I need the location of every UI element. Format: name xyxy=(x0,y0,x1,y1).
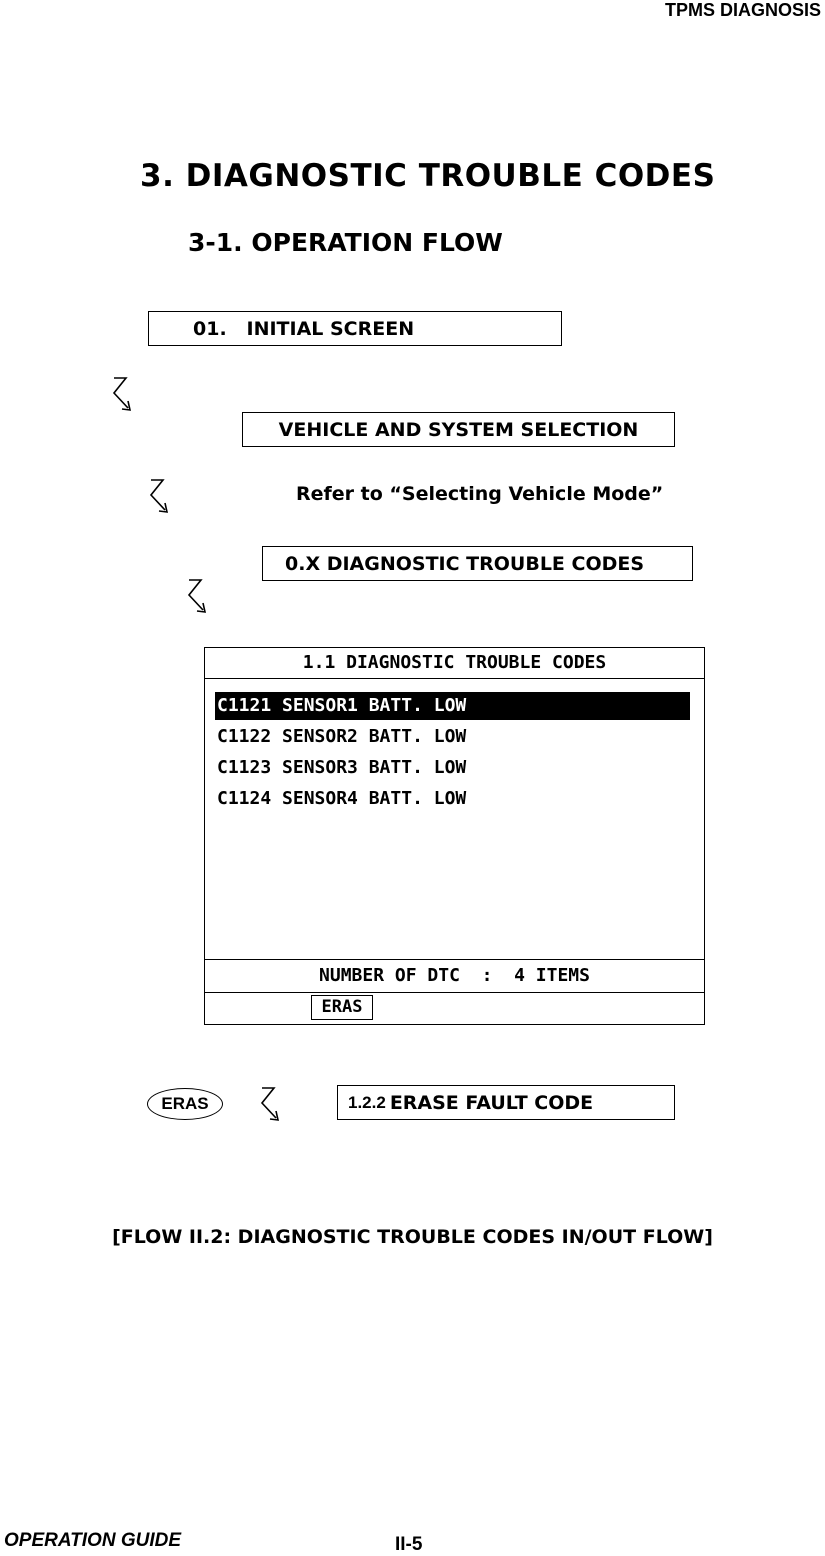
vehicle-system-selection-box: VEHICLE AND SYSTEM SELECTION xyxy=(242,412,675,447)
erase-softkey-button[interactable]: ERAS xyxy=(311,995,373,1020)
dtc-list-item[interactable]: C1124 SENSOR4 BATT. LOW xyxy=(217,788,467,809)
dtc-list-item[interactable]: C1123 SENSOR3 BATT. LOW xyxy=(217,757,467,778)
flow-arrow-icon xyxy=(187,579,207,613)
dtc-list-item[interactable]: C1122 SENSOR2 BATT. LOW xyxy=(217,726,467,747)
dtc-list-item[interactable]: C1121 SENSOR1 BATT. LOW xyxy=(215,692,690,720)
reference-note: Refer to “Selecting Vehicle Mode” xyxy=(296,483,664,505)
flow-arrow-icon xyxy=(149,479,169,513)
vehicle-system-selection-label: VEHICLE AND SYSTEM SELECTION xyxy=(278,418,639,441)
figure-caption: [FLOW II.2: DIAGNOSTIC TROUBLE CODES IN/… xyxy=(112,1226,713,1248)
flow-arrow-icon xyxy=(260,1087,280,1121)
dtc-count: NUMBER OF DTC : 4 ITEMS xyxy=(205,959,704,993)
running-header: TPMS DIAGNOSIS xyxy=(664,0,821,20)
initial-screen-label: 01. INITIAL SCREEN xyxy=(193,317,415,340)
subsection-heading: 3-1. OPERATION FLOW xyxy=(188,228,503,257)
erase-key-label: ERAS xyxy=(161,1094,209,1113)
dtc-menu-label: 0.X DIAGNOSTIC TROUBLE CODES xyxy=(285,552,645,575)
section-heading: 3. DIAGNOSTIC TROUBLE CODES xyxy=(140,158,716,194)
footer-guide-title: OPERATION GUIDE xyxy=(4,1530,181,1551)
flow-arrow-icon xyxy=(112,377,132,411)
erase-fault-code-number: 1.2.2 xyxy=(348,1092,386,1112)
dtc-menu-box: 0.X DIAGNOSTIC TROUBLE CODES xyxy=(262,546,693,581)
erase-fault-code-box: 1.2.2 ERASE FAULT CODE xyxy=(337,1085,675,1120)
dtc-list: C1121 SENSOR1 BATT. LOW C1122 SENSOR2 BA… xyxy=(215,692,690,816)
initial-screen-box: 01. INITIAL SCREEN xyxy=(148,311,562,346)
page-number: II-5 xyxy=(395,1534,423,1555)
erase-fault-code-label: ERASE FAULT CODE xyxy=(389,1091,594,1114)
dtc-screen: 1.1 DIAGNOSTIC TROUBLE CODES C1121 SENSO… xyxy=(204,647,705,1025)
erase-key-button[interactable]: ERAS xyxy=(147,1088,223,1120)
dtc-screen-title: 1.1 DIAGNOSTIC TROUBLE CODES xyxy=(205,648,704,679)
